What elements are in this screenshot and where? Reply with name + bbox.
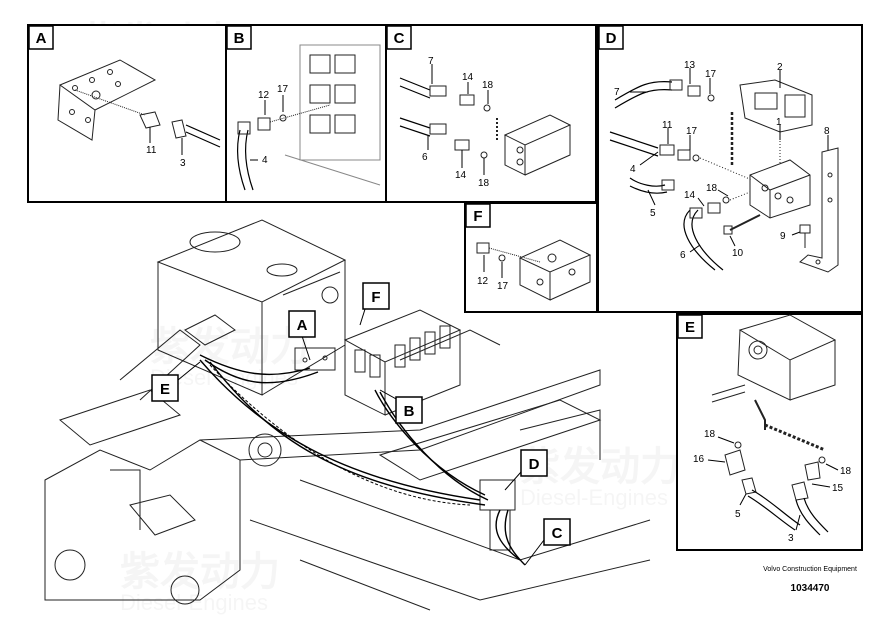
hoses-main xyxy=(199,354,526,566)
callouts: A F E B D C xyxy=(151,282,571,546)
panel-c-label: 18 xyxy=(482,80,494,91)
panel-d-label: 9 xyxy=(780,231,786,242)
panel-d-label: 1 xyxy=(776,117,782,128)
panel-d-label: 7 xyxy=(614,87,620,98)
panel-c-letter: C xyxy=(394,30,405,47)
panel-d-label: 4 xyxy=(630,164,636,175)
callout-d: D xyxy=(529,456,540,473)
detail-panel-a: A 11 3 xyxy=(27,24,227,203)
footer-drawing-number: 1034470 xyxy=(790,583,830,594)
detail-panel-d: D xyxy=(597,24,863,313)
panel-b-label: 17 xyxy=(277,84,289,95)
footer-company: Volvo Construction Equipment xyxy=(763,566,857,573)
panel-c-label: 18 xyxy=(478,178,490,189)
panel-f-label: 17 xyxy=(497,281,509,292)
callout-c: C xyxy=(552,525,563,542)
panel-e-label: 16 xyxy=(693,454,705,465)
panel-c-label: 14 xyxy=(455,170,467,181)
panel-d-label: 11 xyxy=(662,120,673,131)
watermark-cn: 紫发动力 xyxy=(120,550,280,594)
panel-e-letter: E xyxy=(685,319,695,336)
panel-e-label: 18 xyxy=(704,429,716,440)
detail-panel-c: C 7 14 18 6 14 18 xyxy=(385,24,597,203)
callout-a: A xyxy=(297,317,308,334)
machine-frame xyxy=(44,219,651,611)
detail-panel-b: B 12 17 4 xyxy=(225,24,387,203)
panel-d-label: 5 xyxy=(650,208,656,219)
watermark-en: Diesel-Engines xyxy=(520,485,668,510)
panel-f-letter: F xyxy=(473,208,482,225)
panel-d-label: 8 xyxy=(824,126,830,137)
callout-b: B xyxy=(404,403,415,420)
panel-b-label: 12 xyxy=(258,90,270,101)
panel-b-label: 4 xyxy=(262,155,268,166)
panel-c-label: 7 xyxy=(428,56,434,67)
panel-d-label: 17 xyxy=(686,126,698,137)
detail-panel-f: F 12 17 xyxy=(464,202,598,313)
panel-d-label: 18 xyxy=(706,183,718,194)
panel-d-label: 17 xyxy=(705,69,717,80)
panel-e-label: 5 xyxy=(735,509,741,520)
callout-e: E xyxy=(160,381,170,398)
panel-e-label: 3 xyxy=(788,533,794,544)
panel-c-label: 6 xyxy=(422,152,428,163)
watermark-en: Diesel-Engines xyxy=(120,590,268,615)
panel-a-label: 11 xyxy=(146,145,157,156)
panel-d-label: 14 xyxy=(684,190,696,201)
callout-leaders xyxy=(177,305,545,566)
panel-e-label: 15 xyxy=(832,483,844,494)
panel-f-label: 12 xyxy=(477,276,489,287)
detail-panel-e: E 18 16 5 18 xyxy=(676,313,863,551)
panel-d-label: 6 xyxy=(680,250,686,261)
panel-d-label: 10 xyxy=(732,248,744,259)
panel-d-letter: D xyxy=(606,30,617,47)
panel-e-label: 18 xyxy=(840,466,852,477)
panel-d-label: 2 xyxy=(777,62,783,73)
callout-f: F xyxy=(371,289,380,306)
panel-a-letter: A xyxy=(36,30,47,47)
panel-c-label: 14 xyxy=(462,72,474,83)
panel-b-letter: B xyxy=(234,30,245,47)
panel-d-label: 13 xyxy=(684,60,696,71)
watermark-cn: 紫发动力 xyxy=(150,325,310,369)
panel-a-label: 3 xyxy=(180,158,186,169)
